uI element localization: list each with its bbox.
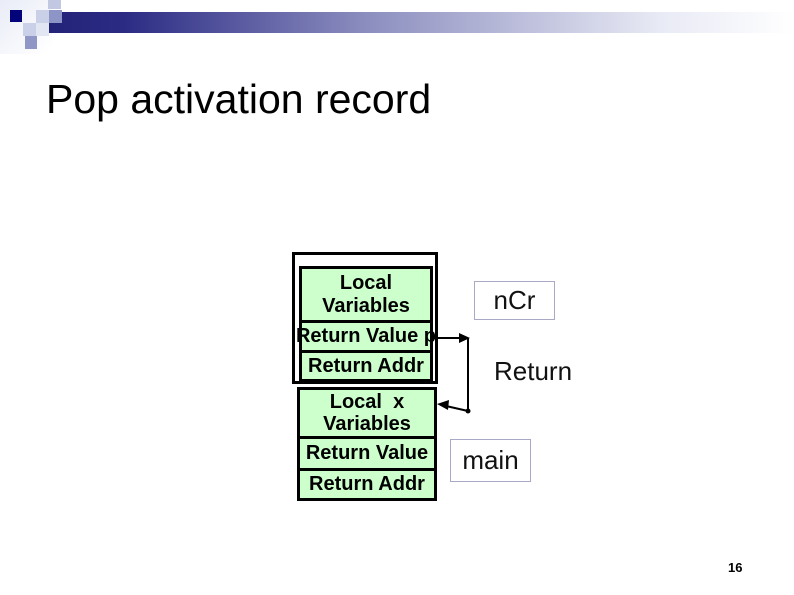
deco-square: [25, 36, 37, 49]
banner-gradient-bar: [49, 12, 794, 33]
page-number: 16: [728, 560, 743, 575]
top-record-local-variables-cell: Local Variables: [299, 266, 433, 323]
bottom-record-return-value-cell: Return Value: [297, 436, 437, 471]
bottom-record-local-variables-cell: Local x Variables: [297, 387, 437, 439]
top-record-return-addr-cell: Return Addr: [299, 350, 433, 382]
top-record-return-value-cell: Return Value p: [296, 320, 436, 353]
page-title: Pop activation record: [46, 76, 432, 122]
deco-square: [23, 23, 36, 36]
deco-square: [36, 10, 49, 23]
bottom-record-return-addr-cell: Return Addr: [297, 468, 437, 501]
main-frame-label-box: main: [450, 439, 531, 482]
deco-square: [49, 10, 62, 23]
main-frame-label: main: [462, 445, 519, 475]
deco-square: [36, 23, 49, 36]
deco-square: [48, 0, 61, 9]
ncr-frame-label-box: nCr: [474, 281, 555, 320]
ncr-frame-label: nCr: [493, 285, 536, 315]
deco-square: [10, 10, 22, 22]
return-annotation: Return: [494, 356, 573, 386]
